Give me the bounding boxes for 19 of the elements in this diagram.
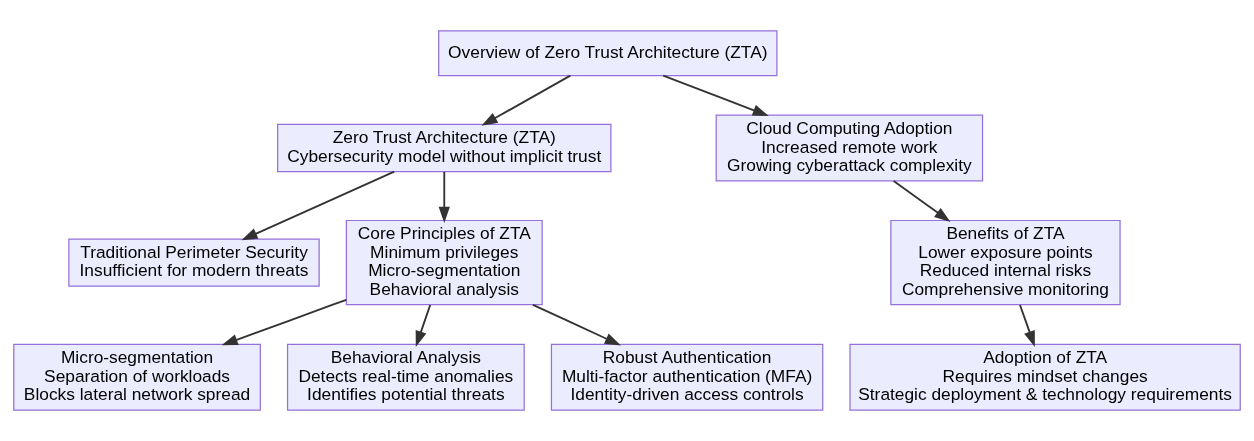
arrow: [662, 74, 769, 117]
node-box: Cloud Computing Adoption Increased remote work Growing cyberattack complexity: [715, 114, 984, 182]
arrow: [415, 304, 432, 347]
arrow: [438, 171, 450, 223]
arrow: [1019, 304, 1035, 347]
node-box: Robust Authentication Multi-factor authentication (MFA) Identity-driven access controls: [550, 343, 824, 411]
arrow: [532, 303, 621, 346]
node-box: Core Principles of ZTA Minimum privileges Micro-segmentation Behavioral analysis: [345, 219, 543, 306]
node-box: Micro-segmentation Separation of workloads Blocks lateral network spread: [13, 343, 261, 411]
node-box: Adoption of ZTA Requires mindset changes Strategic deployment & technology requirements: [849, 343, 1241, 411]
node-box: Benefits of ZTA Lower exposure points Reduced internal risks Comprehensive monitoring: [890, 219, 1121, 306]
node-box: Overview of Zero Trust Architecture (ZTA): [438, 30, 778, 77]
arrow: [241, 170, 396, 241]
node-box: Traditional Perimeter Security Insufficient for modern threats: [68, 238, 320, 287]
arrow: [221, 298, 348, 346]
arrow: [481, 74, 572, 126]
node-box: Behavioral Analysis Detects real-time anomalies Identifies potential threats: [286, 343, 525, 411]
node-box: Zero Trust Architecture (ZTA) Cybersecurity model without implicit trust: [277, 123, 612, 173]
arrow: [892, 180, 951, 222]
